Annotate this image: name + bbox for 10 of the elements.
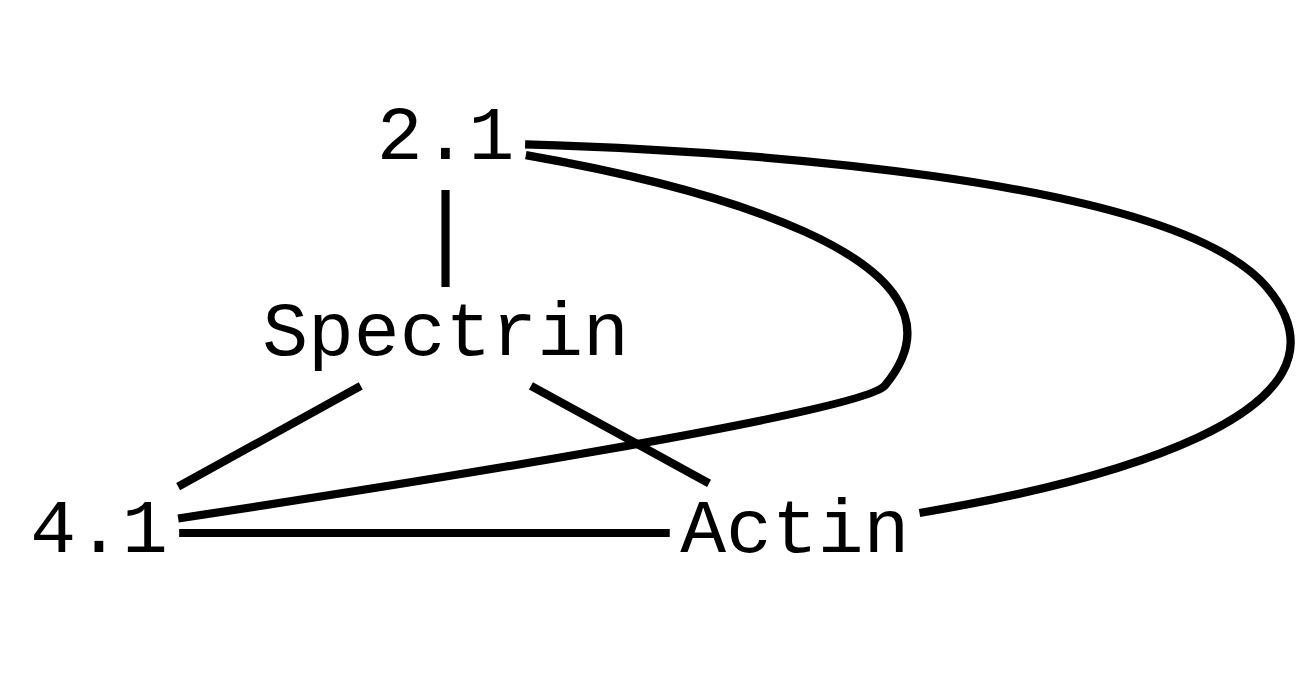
connector (177, 151, 911, 523)
connector (529, 382, 711, 487)
node-text: 2.1 (376, 94, 515, 182)
connector (524, 140, 1295, 517)
connector (176, 382, 363, 491)
node-text: Actin (680, 487, 910, 575)
node-text: Spectrin (262, 291, 629, 379)
connector (441, 189, 450, 288)
node-text: 4.1 (30, 487, 168, 575)
connector (179, 528, 670, 538)
